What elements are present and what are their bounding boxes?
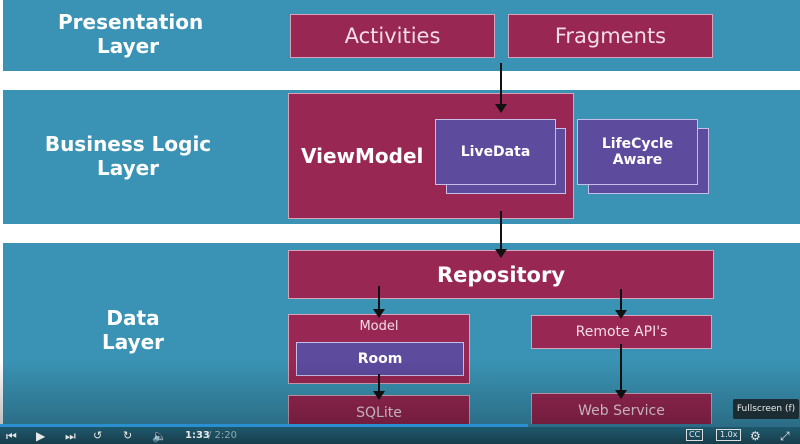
fragments-box: Fragments xyxy=(508,14,713,58)
skip-back-icon[interactable]: ⏮ xyxy=(6,429,17,443)
settings-icon[interactable]: ⚙ xyxy=(750,429,761,443)
arrow-activities-to-viewmodel xyxy=(495,63,507,113)
fullscreen-icon[interactable]: ⤢ xyxy=(780,429,790,443)
data-layer-label: Data Layer xyxy=(101,306,165,354)
speed-button[interactable]: 1.0x xyxy=(716,429,742,441)
arrow-remote-api-to-web-service xyxy=(615,344,627,399)
progress-fill xyxy=(0,424,528,427)
skip-forward-icon[interactable]: ⏭ xyxy=(65,429,76,443)
business-logic-layer-label: Business Logic Layer xyxy=(44,132,212,180)
fullscreen-tooltip: Fullscreen (f) xyxy=(733,399,799,419)
repository-box: Repository xyxy=(288,250,714,299)
room-box: Room xyxy=(296,342,464,376)
rewind-10-icon[interactable]: ↺ xyxy=(93,429,103,442)
player-controls xyxy=(0,424,800,444)
arrow-viewmodel-to-repository xyxy=(495,211,507,258)
arrow-repository-to-model xyxy=(373,286,385,318)
forward-10-icon[interactable]: ↻ xyxy=(123,429,133,442)
activities-box: Activities xyxy=(290,14,495,58)
progress-bar[interactable] xyxy=(0,424,800,427)
arrow-room-to-sqlite xyxy=(373,374,385,400)
arrow-repository-to-remote-api xyxy=(615,289,627,319)
lifecycle-aware-box: LifeCycle Aware xyxy=(577,119,698,185)
volume-icon[interactable]: 🔈 xyxy=(152,429,167,443)
cc-button[interactable]: CC xyxy=(686,429,704,441)
presentation-layer-label: Presentation Layer xyxy=(58,10,204,58)
current-time: 1:33 xyxy=(185,430,210,441)
model-label: Model xyxy=(359,319,399,334)
play-icon[interactable]: ▶ xyxy=(36,429,46,443)
duration: / 2:20 xyxy=(208,430,238,441)
livedata-box: LiveData xyxy=(435,119,556,185)
viewmodel-label: ViewModel xyxy=(301,144,424,168)
